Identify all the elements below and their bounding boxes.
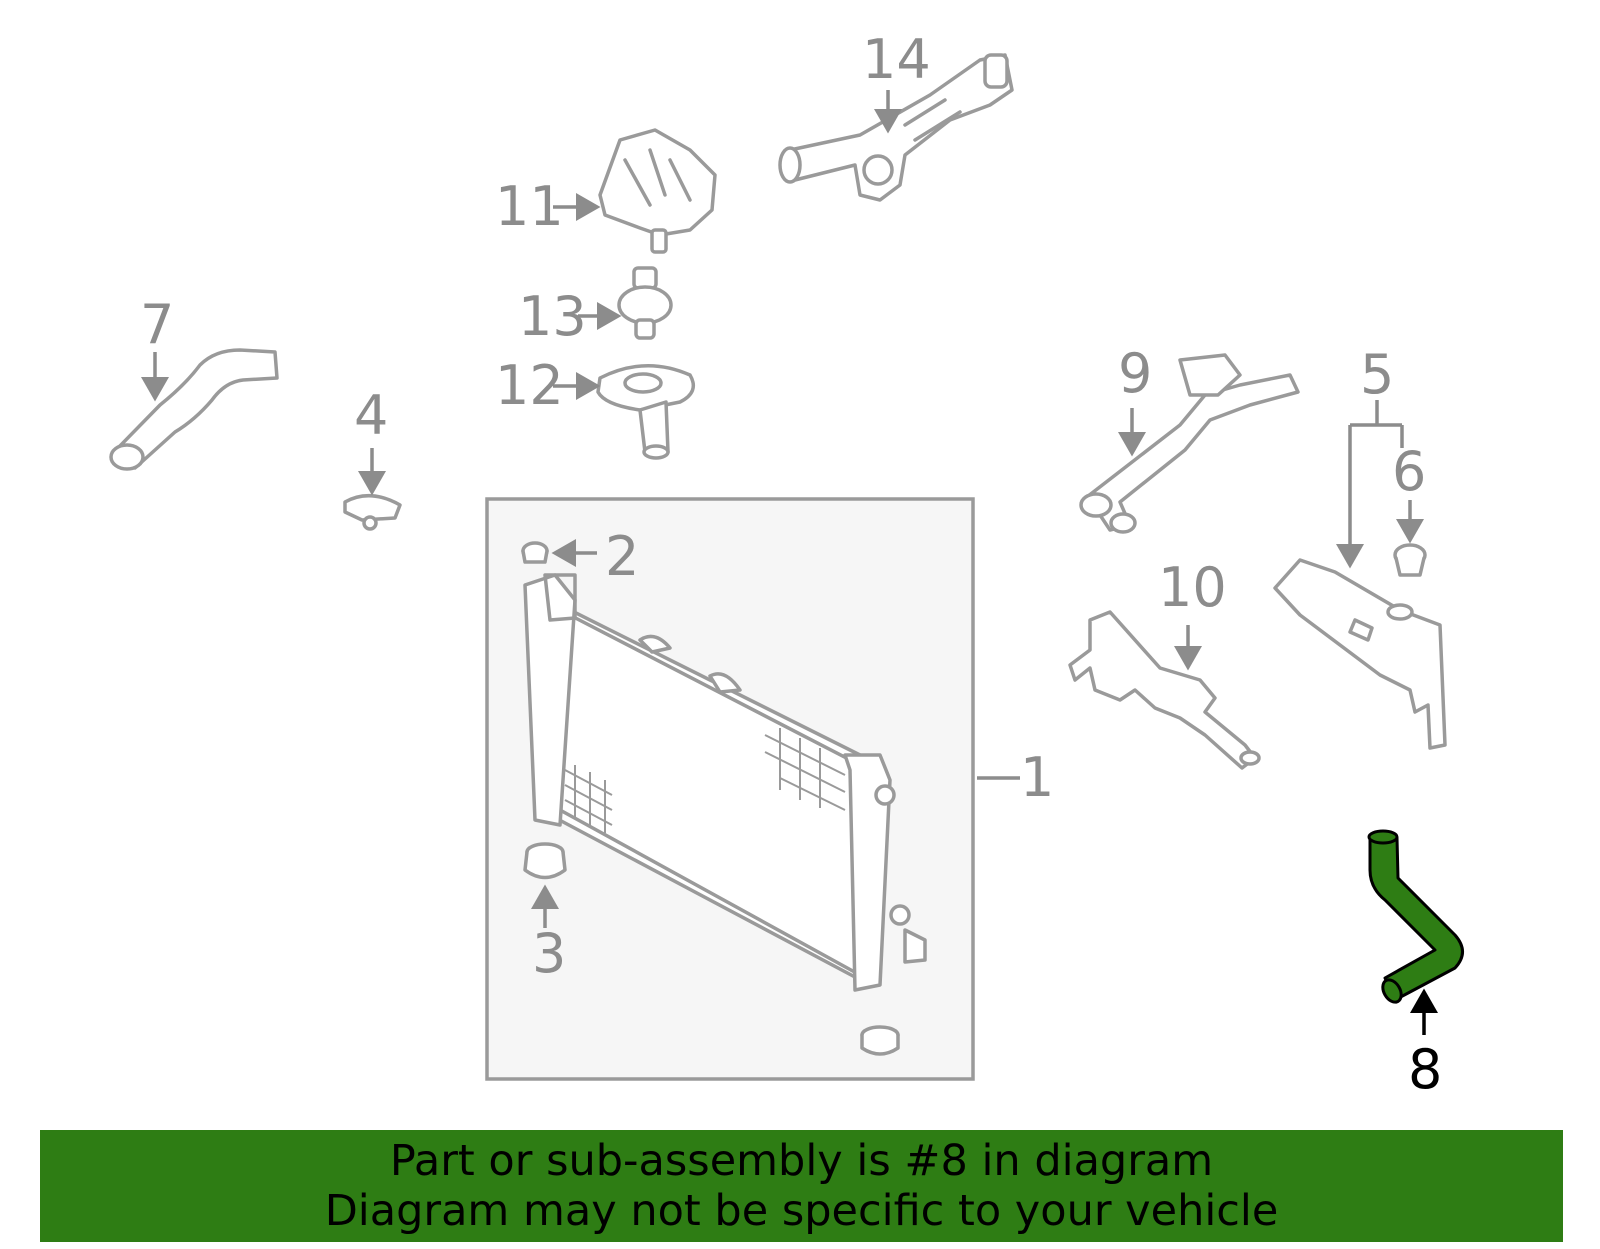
- part-10-bypass-pipe[interactable]: [1068, 610, 1261, 770]
- part-5-coolant-reservoir[interactable]: [1273, 558, 1447, 750]
- callout-4: 4: [354, 384, 388, 447]
- callout-7: 7: [140, 293, 174, 356]
- callout-5: 5: [1360, 343, 1394, 406]
- callout-1: 1: [1020, 746, 1054, 809]
- info-banner: Part or sub-assembly is #8 in diagram Di…: [40, 1130, 1563, 1242]
- callout-9: 9: [1118, 342, 1152, 405]
- part-4-mount-bracket[interactable]: [343, 494, 402, 531]
- part-11-thermostat-housing[interactable]: [598, 128, 717, 254]
- callout-8: 8: [1408, 1038, 1442, 1101]
- part-7-upper-hose[interactable]: [109, 348, 279, 471]
- callout-14: 14: [862, 28, 931, 91]
- radiator-core-mesh-right: [764, 728, 846, 811]
- callout-10: 10: [1158, 556, 1227, 619]
- banner-line-2: Diagram may not be specific to your vehi…: [324, 1186, 1279, 1236]
- part-6-reservoir-cap[interactable]: [1393, 543, 1427, 577]
- part-9-water-pipe[interactable]: [1079, 353, 1300, 534]
- callout-6: 6: [1392, 440, 1426, 503]
- part-2-radiator-cap[interactable]: [521, 541, 549, 564]
- radiator-core-mesh-left: [564, 765, 613, 833]
- callout-12: 12: [495, 354, 564, 417]
- callout-3: 3: [532, 922, 566, 985]
- part-3-mount-insulator[interactable]: [523, 842, 900, 1056]
- part-8-lower-hose-highlighted[interactable]: [1367, 829, 1464, 1005]
- part-1-radiator[interactable]: [523, 573, 927, 992]
- callout-11: 11: [495, 175, 564, 238]
- part-12-water-inlet[interactable]: [596, 364, 696, 460]
- part-13-thermostat[interactable]: [617, 266, 673, 340]
- callout-2: 2: [605, 525, 639, 588]
- banner-line-1: Part or sub-assembly is #8 in diagram: [389, 1136, 1214, 1186]
- callout-13: 13: [518, 285, 587, 348]
